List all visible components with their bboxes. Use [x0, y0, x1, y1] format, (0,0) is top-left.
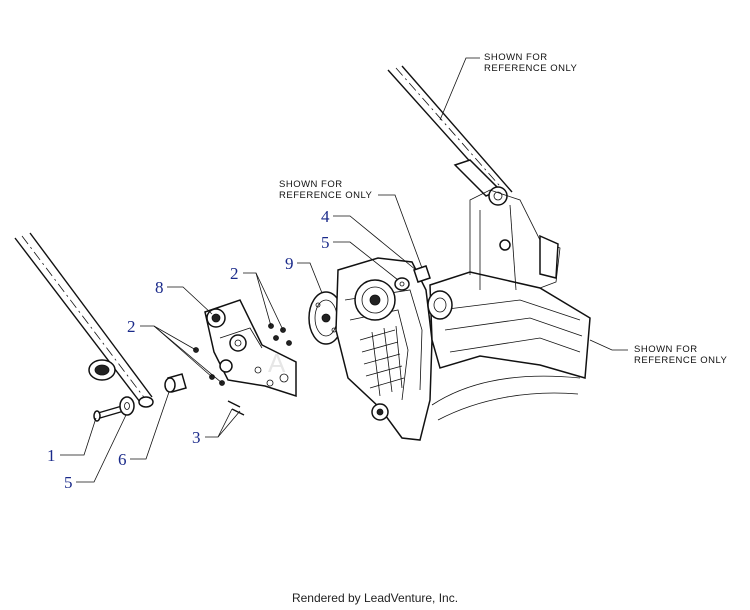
- lower-handle: [14, 232, 154, 408]
- note-mid-line2: REFERENCE ONLY: [279, 190, 373, 201]
- callout-numbers: 1 5 6 8 2 2 3 9 4 5: [47, 207, 330, 492]
- note-top-line2: REFERENCE ONLY: [484, 63, 578, 74]
- callout-5-right: 5: [321, 233, 330, 252]
- callout-9: 9: [285, 254, 294, 273]
- callout-6: 6: [118, 450, 127, 469]
- note-right-line2: REFERENCE ONLY: [634, 355, 728, 366]
- bracket-part-8: [204, 299, 297, 398]
- callout-3: 3: [192, 428, 201, 447]
- bushing-part-6: [164, 373, 187, 393]
- note-mid-line1: SHOWN FOR: [279, 179, 343, 190]
- watermark: A: [268, 348, 286, 378]
- washer-part-5-left: [119, 396, 135, 416]
- callout-8: 8: [155, 278, 164, 297]
- upper-handle-reference: [387, 65, 513, 206]
- reference-notes: SHOWN FOR REFERENCE ONLY SHOWN FOR REFER…: [279, 52, 728, 366]
- callout-2-upper: 2: [230, 264, 239, 283]
- screws-part-2-3: [193, 323, 292, 416]
- callout-1: 1: [47, 446, 56, 465]
- callout-2-left: 2: [127, 317, 136, 336]
- main-housing-reference: [335, 189, 591, 441]
- leader-lines: [60, 57, 628, 483]
- note-right-line1: SHOWN FOR: [634, 344, 698, 355]
- footer-credit: Rendered by LeadVenture, Inc.: [291, 591, 459, 605]
- plate-part-9: [308, 291, 344, 345]
- callout-5-left: 5: [64, 473, 73, 492]
- note-top-line1: SHOWN FOR: [484, 52, 548, 63]
- callout-4: 4: [321, 207, 330, 226]
